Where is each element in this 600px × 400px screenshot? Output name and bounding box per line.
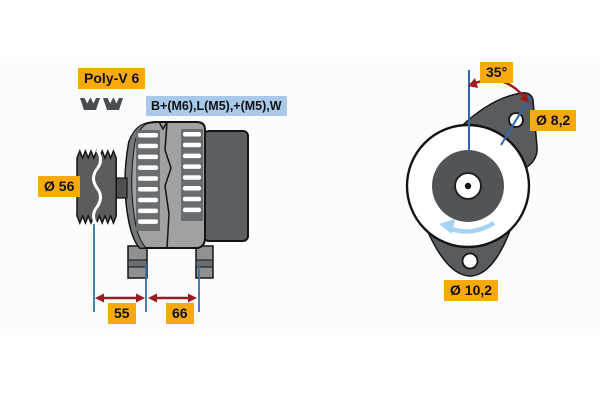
dimension-arrow-55	[95, 293, 145, 303]
belt-profile-icon	[103, 98, 123, 110]
rear-view-drawing	[405, 70, 538, 277]
bottom-hole-diameter-label: Ø 10,2	[444, 280, 499, 301]
terminals-label: B+(M6),L(M5),+(M5),W	[146, 96, 287, 116]
mounting-hole-bottom	[461, 252, 479, 270]
dimension-lines	[93, 224, 200, 312]
vent-slots-rear	[181, 129, 203, 221]
housing-seam-line	[164, 121, 172, 249]
mounting-foot-rear	[195, 245, 214, 279]
shaft-center-dot	[464, 182, 472, 190]
belt-profile-icons	[80, 98, 123, 110]
side-view-drawing	[76, 120, 249, 279]
rear-housing-block	[203, 130, 249, 242]
housing-top-notch	[158, 121, 168, 131]
pulley-diameter-label: Ø 56	[38, 176, 81, 197]
rotation-arrow-icon	[439, 219, 496, 234]
belt-profile-icon	[80, 98, 100, 110]
dimension-66-label: 66	[166, 303, 194, 324]
dimension-arrow-66	[148, 293, 197, 303]
dimension-55-label: 55	[108, 303, 136, 324]
top-hole-diameter-label: Ø 8,2	[530, 110, 577, 131]
pulley-break-line	[92, 149, 102, 226]
mounting-foot-front	[127, 245, 148, 279]
belt-type-label: Poly-V 6	[78, 68, 146, 89]
angle-reference-line-inclined	[500, 96, 531, 146]
mounting-angle-label: 35°	[480, 62, 514, 83]
vent-slots-front	[136, 130, 160, 231]
